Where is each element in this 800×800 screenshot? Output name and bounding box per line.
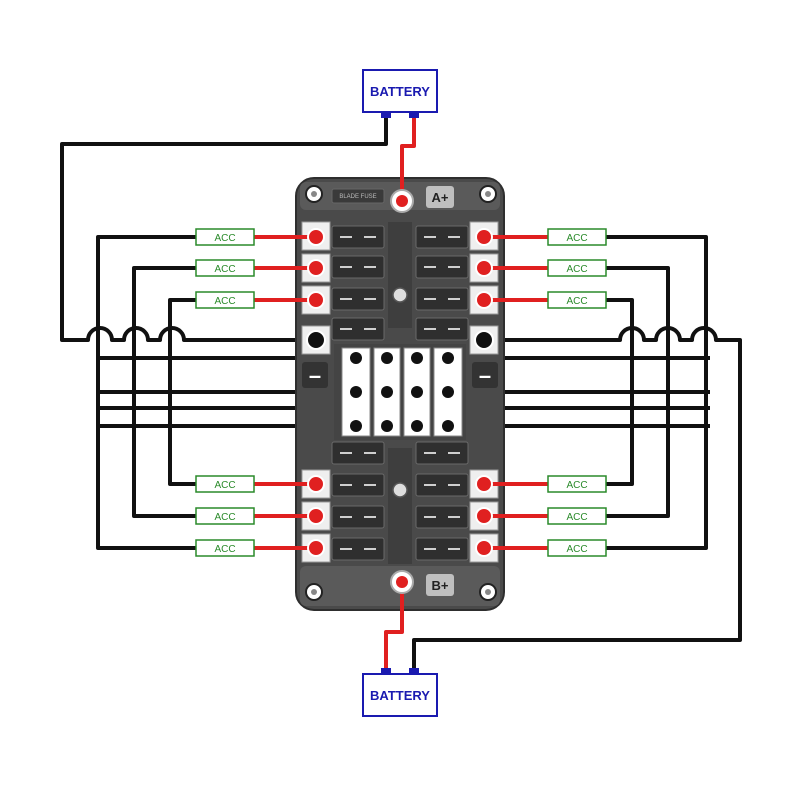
wire-acc-tl-3 <box>168 298 196 486</box>
bus-connection-dots <box>350 352 454 432</box>
acc-label: ACC <box>566 264 587 275</box>
screw-icon <box>392 287 408 303</box>
acc-label: ACC <box>214 233 235 244</box>
wire-acc-tr-2 <box>604 266 670 518</box>
acc-label: ACC <box>566 544 587 555</box>
pos-b-label: B+ <box>432 578 449 593</box>
acc-label: ACC <box>566 480 587 491</box>
acc-label: ACC <box>566 233 587 244</box>
wire-acc-tr-1 <box>604 235 708 550</box>
wire-battery-bottom-positive <box>384 584 404 672</box>
acc-label: ACC <box>566 512 587 523</box>
battery-top-label: BATTERY <box>370 84 430 99</box>
model-label: BLADE FUSE <box>339 194 376 200</box>
wire-acc-tr-3 <box>604 298 634 486</box>
pos-a-label: A+ <box>432 190 449 205</box>
neg-label-left: – <box>309 363 321 388</box>
accessories-bottom-right: ACC ACC ACC <box>547 475 607 557</box>
acc-label: ACC <box>214 480 235 491</box>
acc-label: ACC <box>214 264 235 275</box>
accessories-top-right: ACC ACC ACC <box>547 228 607 309</box>
ground-terminals <box>306 330 494 350</box>
acc-label: ACC <box>214 512 235 523</box>
battery-bottom-label: BATTERY <box>370 688 430 703</box>
fuse-slots-bottom <box>331 441 469 561</box>
fuse-block: BLADE FUSE A+ B+ <box>295 177 505 611</box>
wire-acc-tl-2 <box>132 266 196 518</box>
positive-wires <box>254 118 548 672</box>
fuse-slots-top <box>331 225 469 341</box>
battery-top: BATTERY <box>362 69 438 118</box>
wire-battery-top-positive <box>400 118 416 198</box>
screw-icon <box>392 482 408 498</box>
wire-acc-tl-1 <box>96 235 196 550</box>
battery-bottom: BATTERY <box>362 668 438 717</box>
positive-terminals <box>307 189 493 594</box>
accessories-top-left: ACC ACC ACC <box>195 228 255 309</box>
acc-label: ACC <box>214 544 235 555</box>
accessories-bottom-left: ACC ACC ACC <box>195 475 255 557</box>
acc-label: ACC <box>214 296 235 307</box>
neg-label-right: – <box>479 363 491 388</box>
acc-label: ACC <box>566 296 587 307</box>
